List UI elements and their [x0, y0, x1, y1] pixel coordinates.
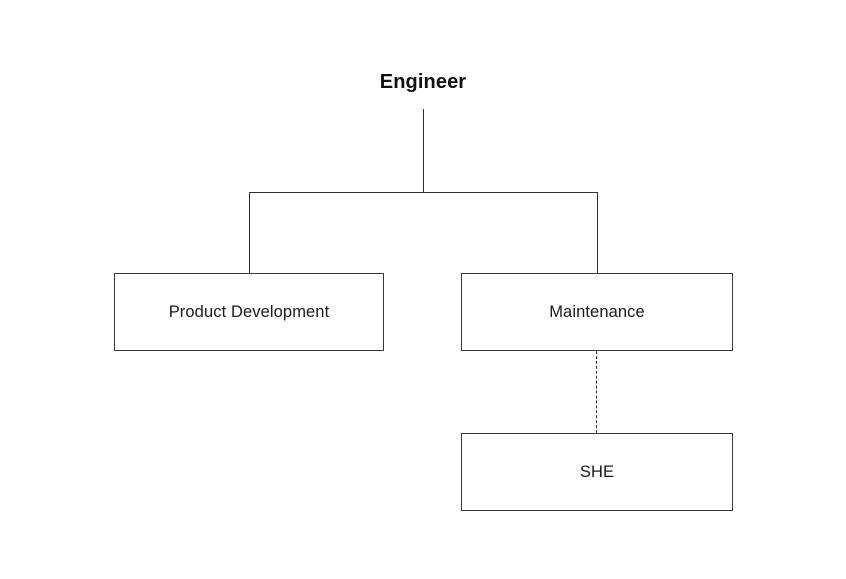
connector-engineer-stem: [423, 109, 424, 193]
connector-horizontal-bus: [249, 192, 598, 193]
connector-dashed-maintenance-she: [596, 351, 597, 433]
node-box-maintenance[interactable]: Maintenance: [461, 273, 733, 351]
connector-drop-maintenance: [597, 192, 598, 273]
node-box-she[interactable]: SHE: [461, 433, 733, 511]
root-node-engineer[interactable]: Engineer: [379, 71, 467, 93]
node-box-product-development[interactable]: Product Development: [114, 273, 384, 351]
connector-drop-product-development: [249, 192, 250, 273]
